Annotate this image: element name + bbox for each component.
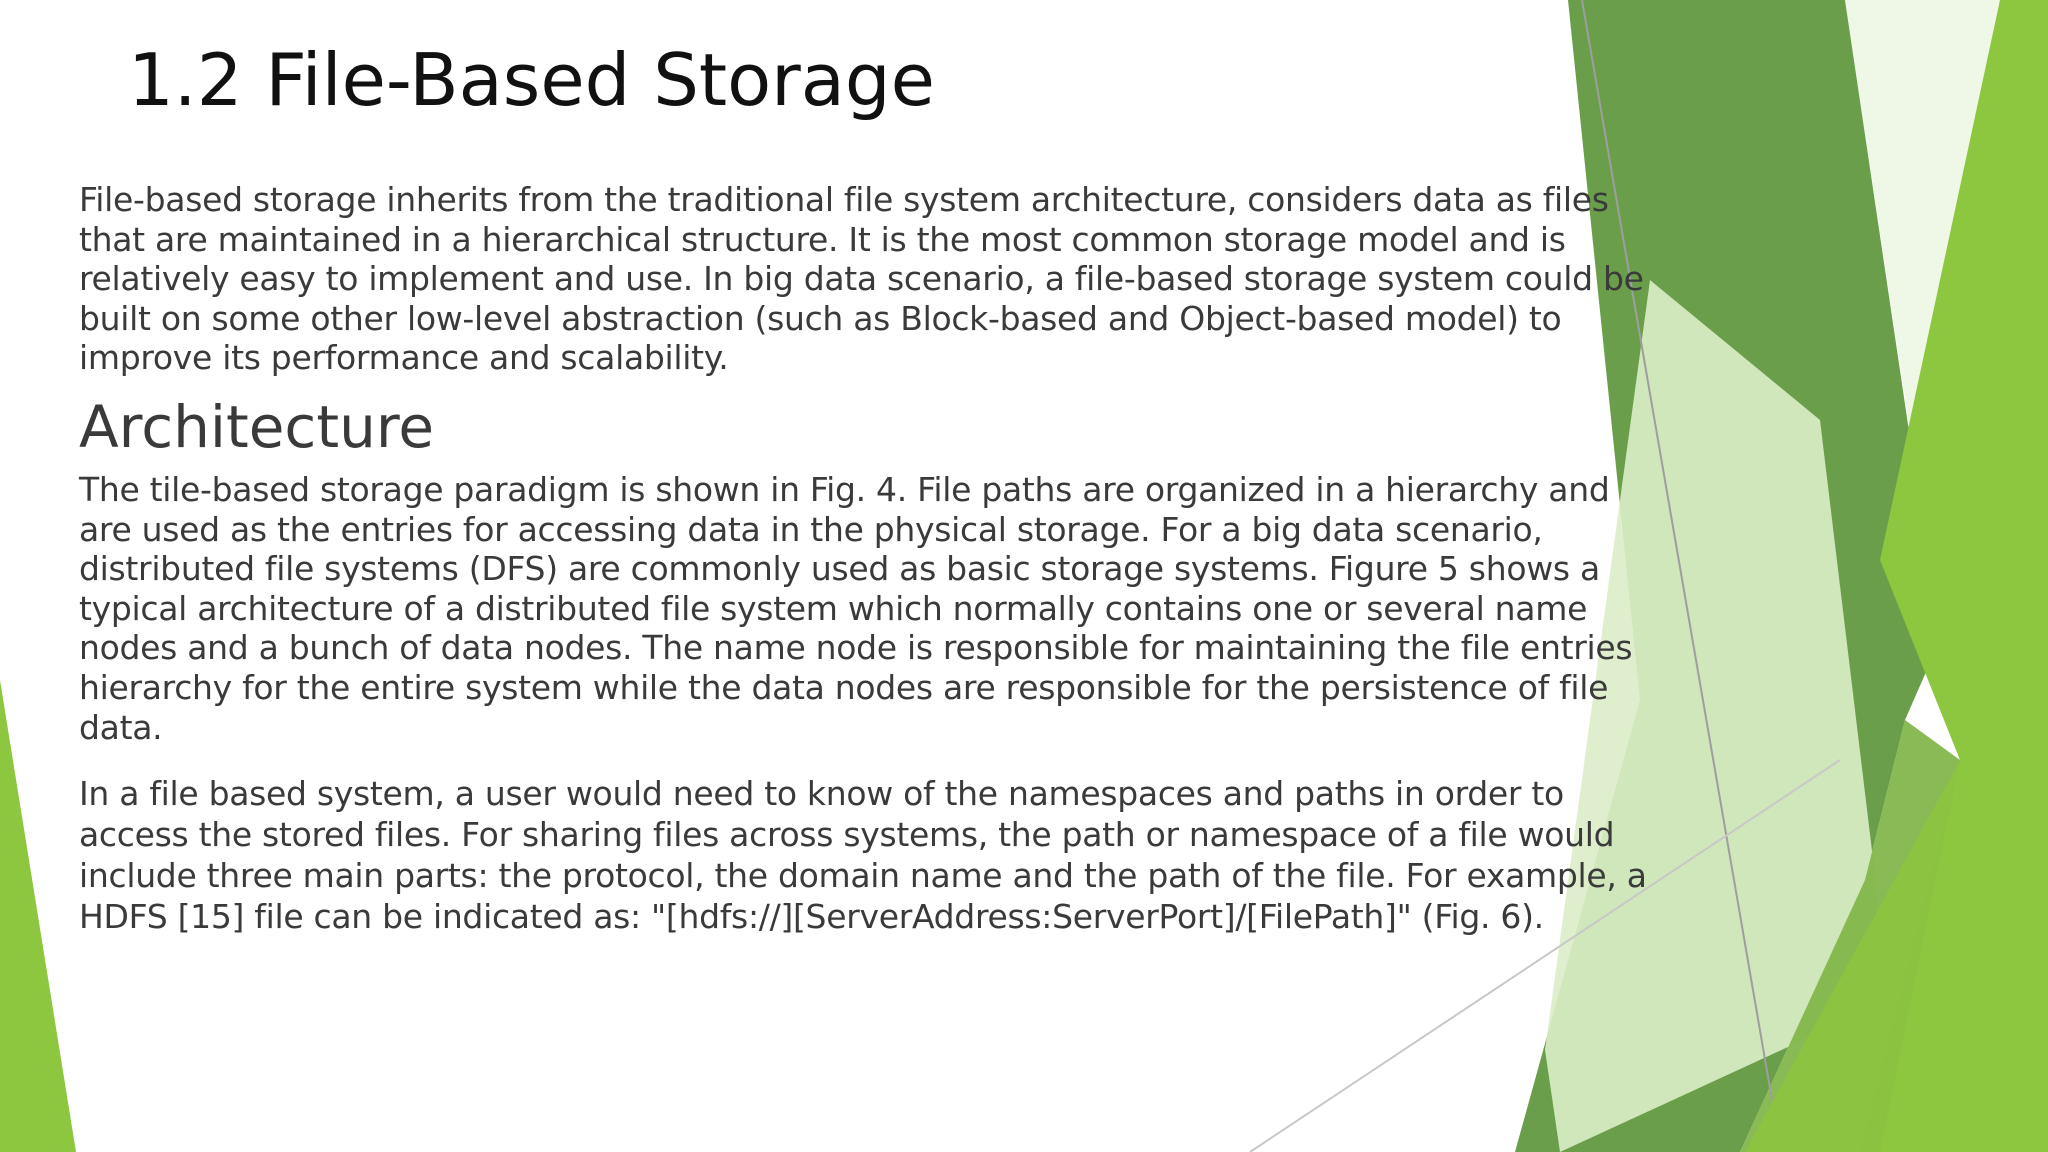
thin-line-2 [1249,759,1841,1152]
right-pale-green-shape [1545,280,1890,1152]
bottom-right-lime-shape [1745,600,2048,1152]
thin-line-1 [1581,0,1773,1101]
section-heading-architecture: Architecture [79,393,435,461]
right-mid-green-shape [1740,720,1960,1152]
paragraph-architecture: The tile-based storage paradigm is shown… [79,470,1633,747]
paragraph-intro: File-based storage inherits from the tra… [79,180,1644,378]
slide-title: 1.2 File-Based Storage [128,38,935,122]
paragraph-namespaces: In a file based system, a user would nee… [79,774,1647,936]
left-green-sliver [0,680,76,1152]
